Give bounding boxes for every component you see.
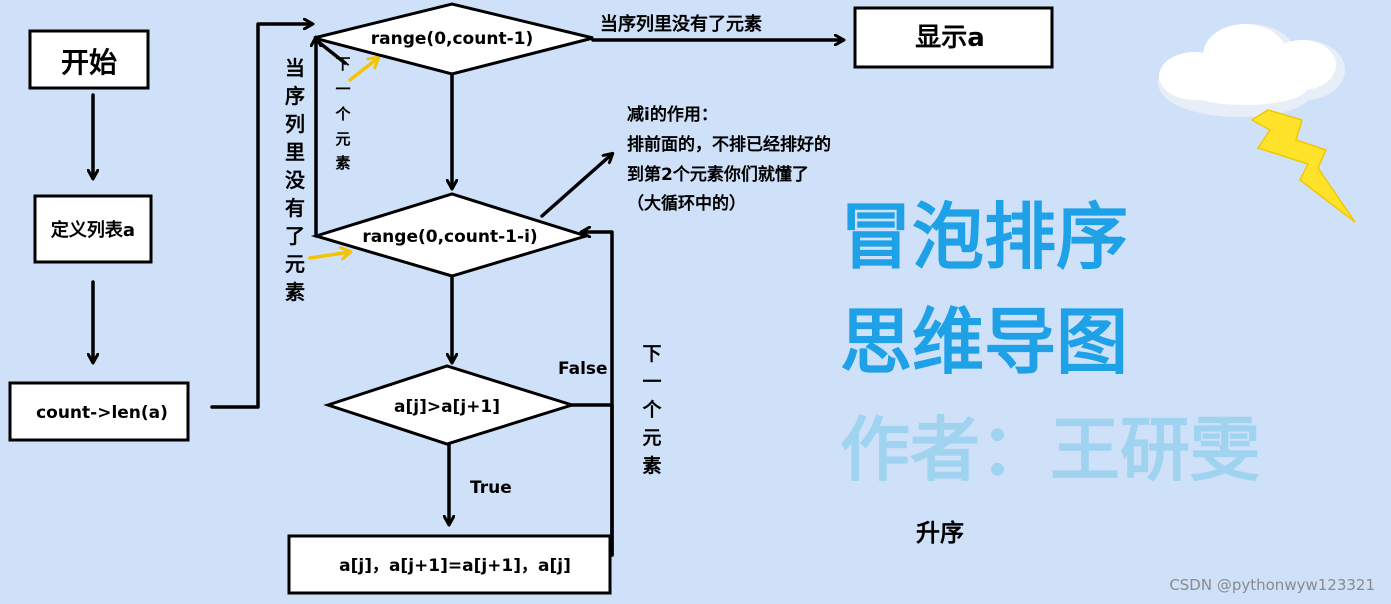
author-line: 作者：王研雯 (840, 409, 1260, 491)
vchar: 一 (335, 80, 350, 98)
vchar: 没 (285, 168, 306, 192)
edge-label-false: False (558, 359, 608, 379)
cloud-icon (1158, 24, 1345, 117)
vchar: 素 (642, 454, 661, 477)
arrow-inner-to-note (540, 154, 612, 218)
arrow-count-to-outer-loop (210, 24, 312, 409)
note-line: 排前面的，不排已经排好的 (627, 134, 831, 155)
arrow-compare-false-back (570, 403, 614, 557)
vchar: 当 (285, 56, 305, 80)
start-label: 开始 (61, 46, 117, 79)
vchar: 下 (335, 55, 350, 73)
compare-label: a[j]>a[j+1] (394, 397, 500, 417)
vchar: 元 (285, 252, 305, 276)
note-line: 减i的作用： (627, 104, 718, 125)
edge-label-true: True (470, 478, 512, 498)
yellow-arrow-next-inner (308, 252, 350, 258)
vchar: 下 (642, 343, 661, 365)
connectors (93, 24, 843, 557)
node-swap: a[j]，a[j+1]=a[j+1]，a[j] (287, 534, 612, 595)
vchar: 有 (285, 196, 305, 220)
display-box (853, 6, 1054, 69)
vchar: 个 (641, 399, 662, 421)
outer-loop-diamond (313, 2, 594, 76)
edge-label-outer-done: 当序列里没有了元素 (600, 13, 762, 35)
arrow-outer-loop-back-diag (314, 38, 347, 65)
note-minus-i: 减i的作用： 排前面的，不排已经排好的 到第2个元素你们就懂了 （大循环中的） (627, 104, 831, 214)
vchar: 列 (285, 112, 305, 136)
display-label: 显示a (915, 23, 985, 53)
compare-diamond (323, 364, 578, 446)
vchar: 一 (642, 371, 661, 393)
vchar: 素 (335, 154, 350, 172)
count-label: count->len(a) (36, 403, 168, 423)
vchar: 元 (642, 427, 661, 449)
count-box (8, 381, 190, 442)
node-display: 显示a (853, 6, 1054, 69)
swap-label: a[j]，a[j+1]=a[j+1]，a[j] (339, 556, 571, 576)
note-line: 到第2个元素你们就懂了 (627, 164, 809, 185)
node-compare: a[j]>a[j+1] (323, 364, 578, 446)
inner-loop-label: range(0,count-1-i) (362, 227, 537, 247)
inner-loop-diamond (310, 192, 592, 278)
lightning-icon (1250, 109, 1356, 223)
outer-loop-label: range(0,count-1) (371, 29, 533, 49)
vchar: 序 (285, 84, 305, 108)
node-inner-loop: range(0,count-1-i) (310, 192, 592, 278)
node-count: count->len(a) (8, 381, 190, 442)
edge-label-next-inner-vertical: 下 一 个 元 素 (641, 343, 662, 477)
vchar: 里 (285, 140, 305, 164)
swap-box (287, 534, 612, 595)
vchar: 了 (285, 224, 305, 248)
edge-label-inner-done-vertical: 当 序 列 里 没 有 了 元 素 (285, 56, 306, 304)
start-box (28, 29, 150, 90)
node-outer-loop: range(0,count-1) (313, 2, 594, 76)
note-line: （大循环中的） (627, 193, 746, 214)
node-define-list: 定义列表a (33, 194, 153, 264)
yellow-arrow-next-outer (348, 58, 378, 82)
edge-label-next-outer-vertical: 下 一 个 元 素 (334, 55, 351, 172)
define-label: 定义列表a (51, 219, 135, 241)
watermark: CSDN @pythonwyw123321 (1169, 576, 1375, 594)
node-start: 开始 (28, 29, 150, 90)
vchar: 素 (285, 280, 305, 304)
arrow-swap-back-to-inner (582, 232, 614, 557)
title-line-1: 冒泡排序 (840, 195, 1128, 279)
title-line-2: 思维导图 (840, 300, 1128, 384)
vchar: 个 (334, 105, 351, 123)
define-box (33, 194, 153, 264)
vchar: 元 (335, 130, 350, 148)
order-label: 升序 (916, 519, 964, 547)
